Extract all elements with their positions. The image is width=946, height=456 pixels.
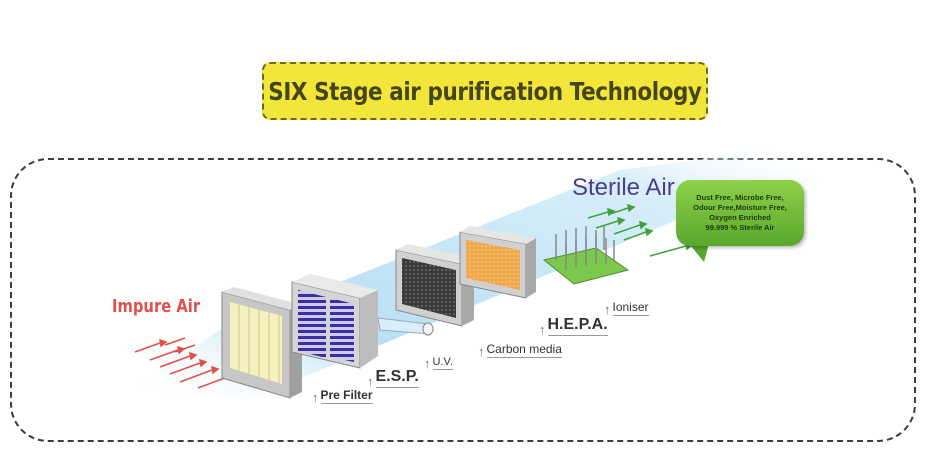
impure-air-arrows — [134, 337, 238, 389]
benefits-callout: Dust Free, Microbe Free, Odour Free,Mois… — [676, 180, 804, 246]
hepa-filter — [459, 226, 536, 299]
stage-label-uv: ↑ U.V. — [424, 356, 453, 371]
stage-label-pre-filter: ↑ Pre Filter — [312, 388, 373, 405]
up-arrow-icon: ↑ — [367, 374, 374, 389]
up-arrow-icon: ↑ — [424, 356, 431, 371]
diagram-frame — [10, 158, 916, 442]
callout-line: 99.999 % Sterile Air — [705, 223, 775, 232]
sterile-air-label: Sterile Air — [572, 174, 675, 201]
callout-line: Odour Free,Moisture Free, — [693, 203, 787, 212]
stage-label-carbon-media: ↑ Carbon media — [478, 342, 562, 359]
carbon-filter — [395, 244, 474, 327]
callout-line: Oxygen Enriched — [709, 213, 771, 222]
esp-filter — [291, 274, 378, 369]
stage-label-esp: ↑ E.S.P. — [367, 368, 419, 389]
callout-line: Dust Free, Microbe Free, — [696, 193, 784, 202]
uv-lamp — [377, 317, 434, 336]
up-arrow-icon: ↑ — [312, 390, 319, 405]
up-arrow-icon: ↑ — [478, 344, 485, 359]
title-banner: SIX Stage air purification Technology — [262, 62, 708, 120]
impure-air-label: Impure Air — [112, 296, 201, 317]
pre-filter — [221, 287, 302, 399]
stage-label-ioniser: ↑ Ioniser — [604, 300, 649, 317]
ioniser — [542, 226, 630, 285]
stage-label-hepa: ↑ H.E.P.A. — [539, 316, 608, 337]
diagram-title: SIX Stage air purification Technology — [268, 76, 702, 106]
up-arrow-icon: ↑ — [539, 322, 546, 337]
up-arrow-icon: ↑ — [604, 302, 611, 317]
